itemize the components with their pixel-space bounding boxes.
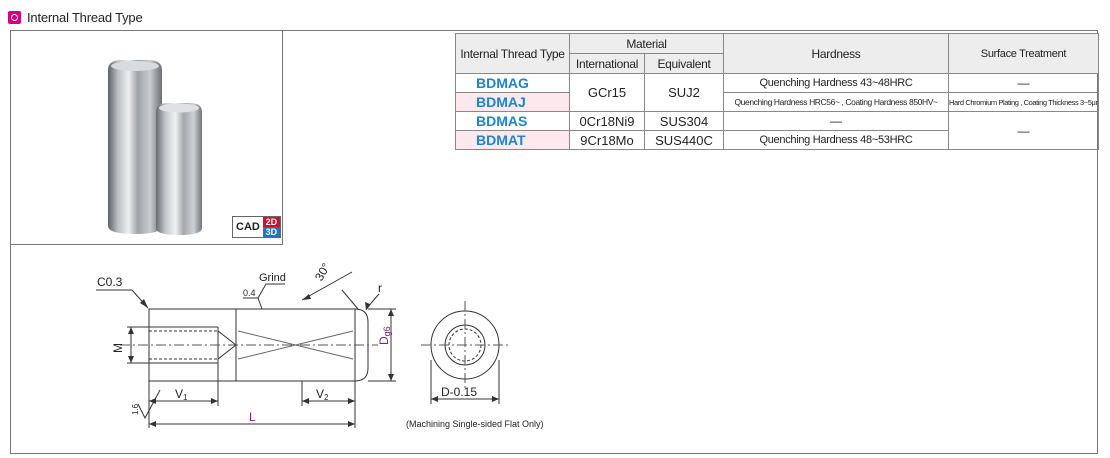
table-row: BDMAJ Quenching Hardness HRC56~ , Coatin… bbox=[455, 92, 1099, 112]
product-photo bbox=[10, 30, 283, 245]
col-header-surface: Surface Treatment bbox=[948, 33, 1099, 74]
section-title: Internal Thread Type bbox=[27, 9, 143, 25]
surface-value: — bbox=[948, 111, 1099, 150]
col-header-international: International bbox=[569, 53, 645, 74]
flat-note: (Machining Single-sided Flat Only) bbox=[406, 419, 544, 429]
dia-label: Dg6 bbox=[377, 326, 392, 345]
part-number[interactable]: BDMAJ bbox=[455, 92, 570, 112]
material-international: 9Cr18Mo bbox=[569, 130, 645, 150]
content-frame bbox=[10, 30, 1098, 454]
col-header-material: Material bbox=[569, 33, 724, 54]
length-label: L bbox=[249, 410, 256, 424]
flat-dim-label: D-0.15 bbox=[441, 385, 477, 399]
section-header: Internal Thread Type bbox=[8, 8, 143, 26]
material-international: 0Cr18Ni9 bbox=[569, 111, 645, 131]
hardness-value: Quenching Hardness 48~53HRC bbox=[723, 130, 949, 150]
cad-3d-label[interactable]: 3D bbox=[262, 227, 280, 237]
table-row: BDMAT 9Cr18Mo SUS440C Quenching Hardness… bbox=[455, 130, 1099, 150]
cad-2d-label[interactable]: 2D bbox=[262, 217, 280, 227]
material-equivalent: SUS440C bbox=[644, 130, 724, 150]
roughness-label: 1.6 bbox=[131, 403, 140, 415]
spec-table: Internal Thread Type Material Hardness S… bbox=[455, 33, 1099, 150]
angle-label: 30° bbox=[312, 260, 333, 283]
material-international: GCr15 bbox=[569, 73, 645, 112]
col-header-equivalent: Equivalent bbox=[644, 53, 724, 74]
v2-label: V2 bbox=[316, 387, 329, 402]
grind-label: Grind bbox=[259, 272, 286, 284]
cad-label: CAD bbox=[233, 217, 263, 237]
circle-mark-icon bbox=[8, 10, 21, 24]
part-number[interactable]: BDMAT bbox=[455, 130, 570, 150]
radius-label: r bbox=[378, 281, 382, 295]
pin-outline bbox=[148, 308, 369, 382]
col-header-hardness: Hardness bbox=[723, 33, 949, 74]
thread-label: M bbox=[111, 343, 125, 353]
grind-value: 0.4 bbox=[243, 288, 256, 298]
chamfer-label: C0.3 bbox=[97, 275, 123, 289]
cad-badge[interactable]: CAD 2D 3D bbox=[232, 216, 281, 238]
part-number[interactable]: BDMAS bbox=[455, 111, 570, 131]
dowel-pins-image bbox=[108, 60, 202, 235]
v1-label: V1 bbox=[175, 387, 188, 402]
